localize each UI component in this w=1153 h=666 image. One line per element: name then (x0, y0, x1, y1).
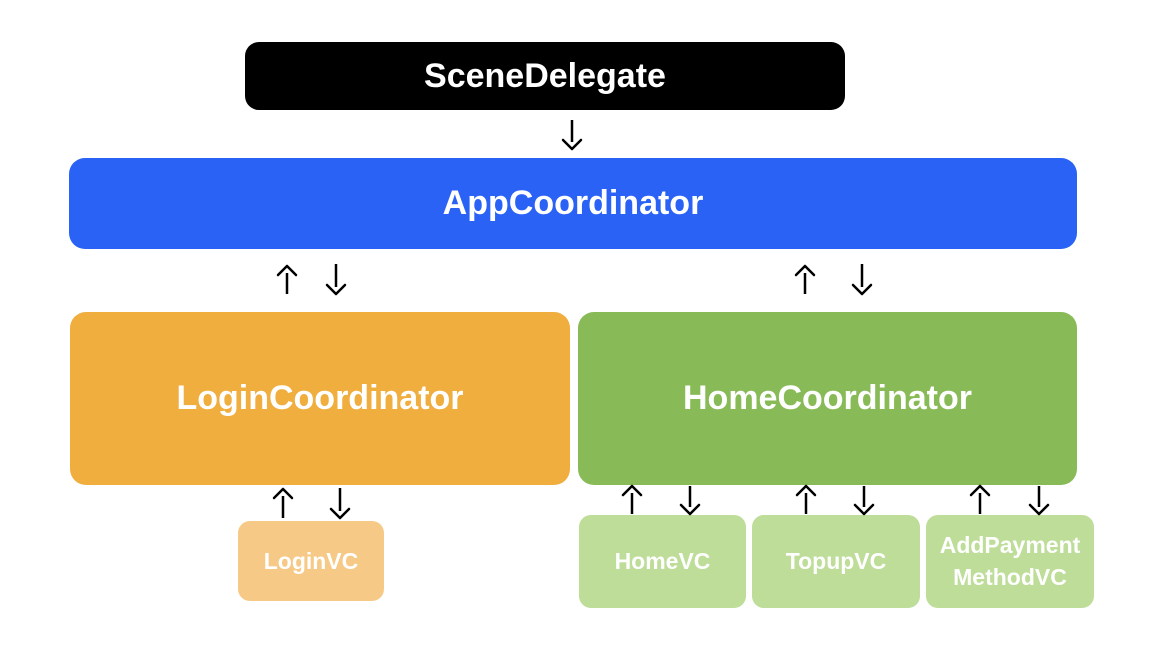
login-vc-label: LoginVC (263, 547, 359, 574)
topup-vc-node: TopupVC (752, 515, 920, 608)
arrow-app-to-home (851, 264, 873, 296)
login-coordinator-node: LoginCoordinator (70, 312, 570, 485)
login-coordinator-label: LoginCoordinator (176, 379, 464, 417)
addpayment-vc-label-line2: MethodVC (953, 563, 1067, 590)
topup-vc-label: TopupVC (785, 548, 887, 574)
arrow-addpaymentvc-to-home (969, 484, 991, 514)
app-coordinator-node: AppCoordinator (69, 158, 1077, 249)
arrow-home-to-homevc (679, 486, 701, 516)
arrow-home-to-topupvc (853, 486, 875, 516)
home-coordinator-label: HomeCoordinator (683, 379, 972, 417)
arrow-scene-to-app (561, 120, 583, 151)
home-vc-node: HomeVC (579, 515, 746, 608)
arrow-homevc-to-home (621, 484, 643, 514)
arrow-home-to-addpaymentvc (1028, 486, 1050, 516)
arrow-app-to-login (325, 264, 347, 296)
arrow-login-to-loginvc (329, 488, 351, 520)
arrow-topupvc-to-home (795, 484, 817, 514)
addpayment-vc-node: AddPayment MethodVC (926, 515, 1094, 608)
arrow-loginvc-to-login (272, 487, 294, 518)
arrow-login-to-app (276, 264, 298, 294)
home-vc-label: HomeVC (614, 548, 711, 574)
home-coordinator-node: HomeCoordinator (578, 312, 1077, 485)
scene-delegate-node: SceneDelegate (245, 42, 845, 110)
scene-delegate-label: SceneDelegate (424, 56, 666, 95)
arrow-home-to-app (794, 264, 816, 294)
addpayment-vc-label-line1: AddPayment (939, 532, 1081, 559)
login-vc-node: LoginVC (238, 521, 384, 601)
app-coordinator-label: AppCoordinator (442, 184, 704, 222)
